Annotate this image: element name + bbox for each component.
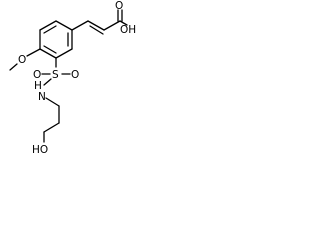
amide-hydrogen-label: H	[34, 80, 42, 92]
acid-hydroxyl-label: OH	[120, 24, 136, 36]
chemical-structure: O OH O S O O H N HO	[9, 0, 136, 156]
sulfonyl-oxygen-left-label: O	[33, 69, 41, 81]
sulfur-label: S	[52, 69, 59, 81]
sulfonamide-group	[41, 57, 71, 86]
acrylic-acid-chain	[71, 9, 128, 35]
hydroxypropyl-chain	[43, 97, 60, 143]
hydroxyl-label: HO	[32, 144, 48, 156]
acid-oxygen-label: O	[115, 0, 123, 12]
amide-nitrogen-label: N	[38, 91, 46, 103]
sulfonyl-oxygen-right-label: O	[71, 69, 79, 81]
methoxy-oxygen-label: O	[18, 54, 26, 66]
benzene-ring	[39, 20, 73, 59]
methoxy-group	[9, 48, 41, 71]
